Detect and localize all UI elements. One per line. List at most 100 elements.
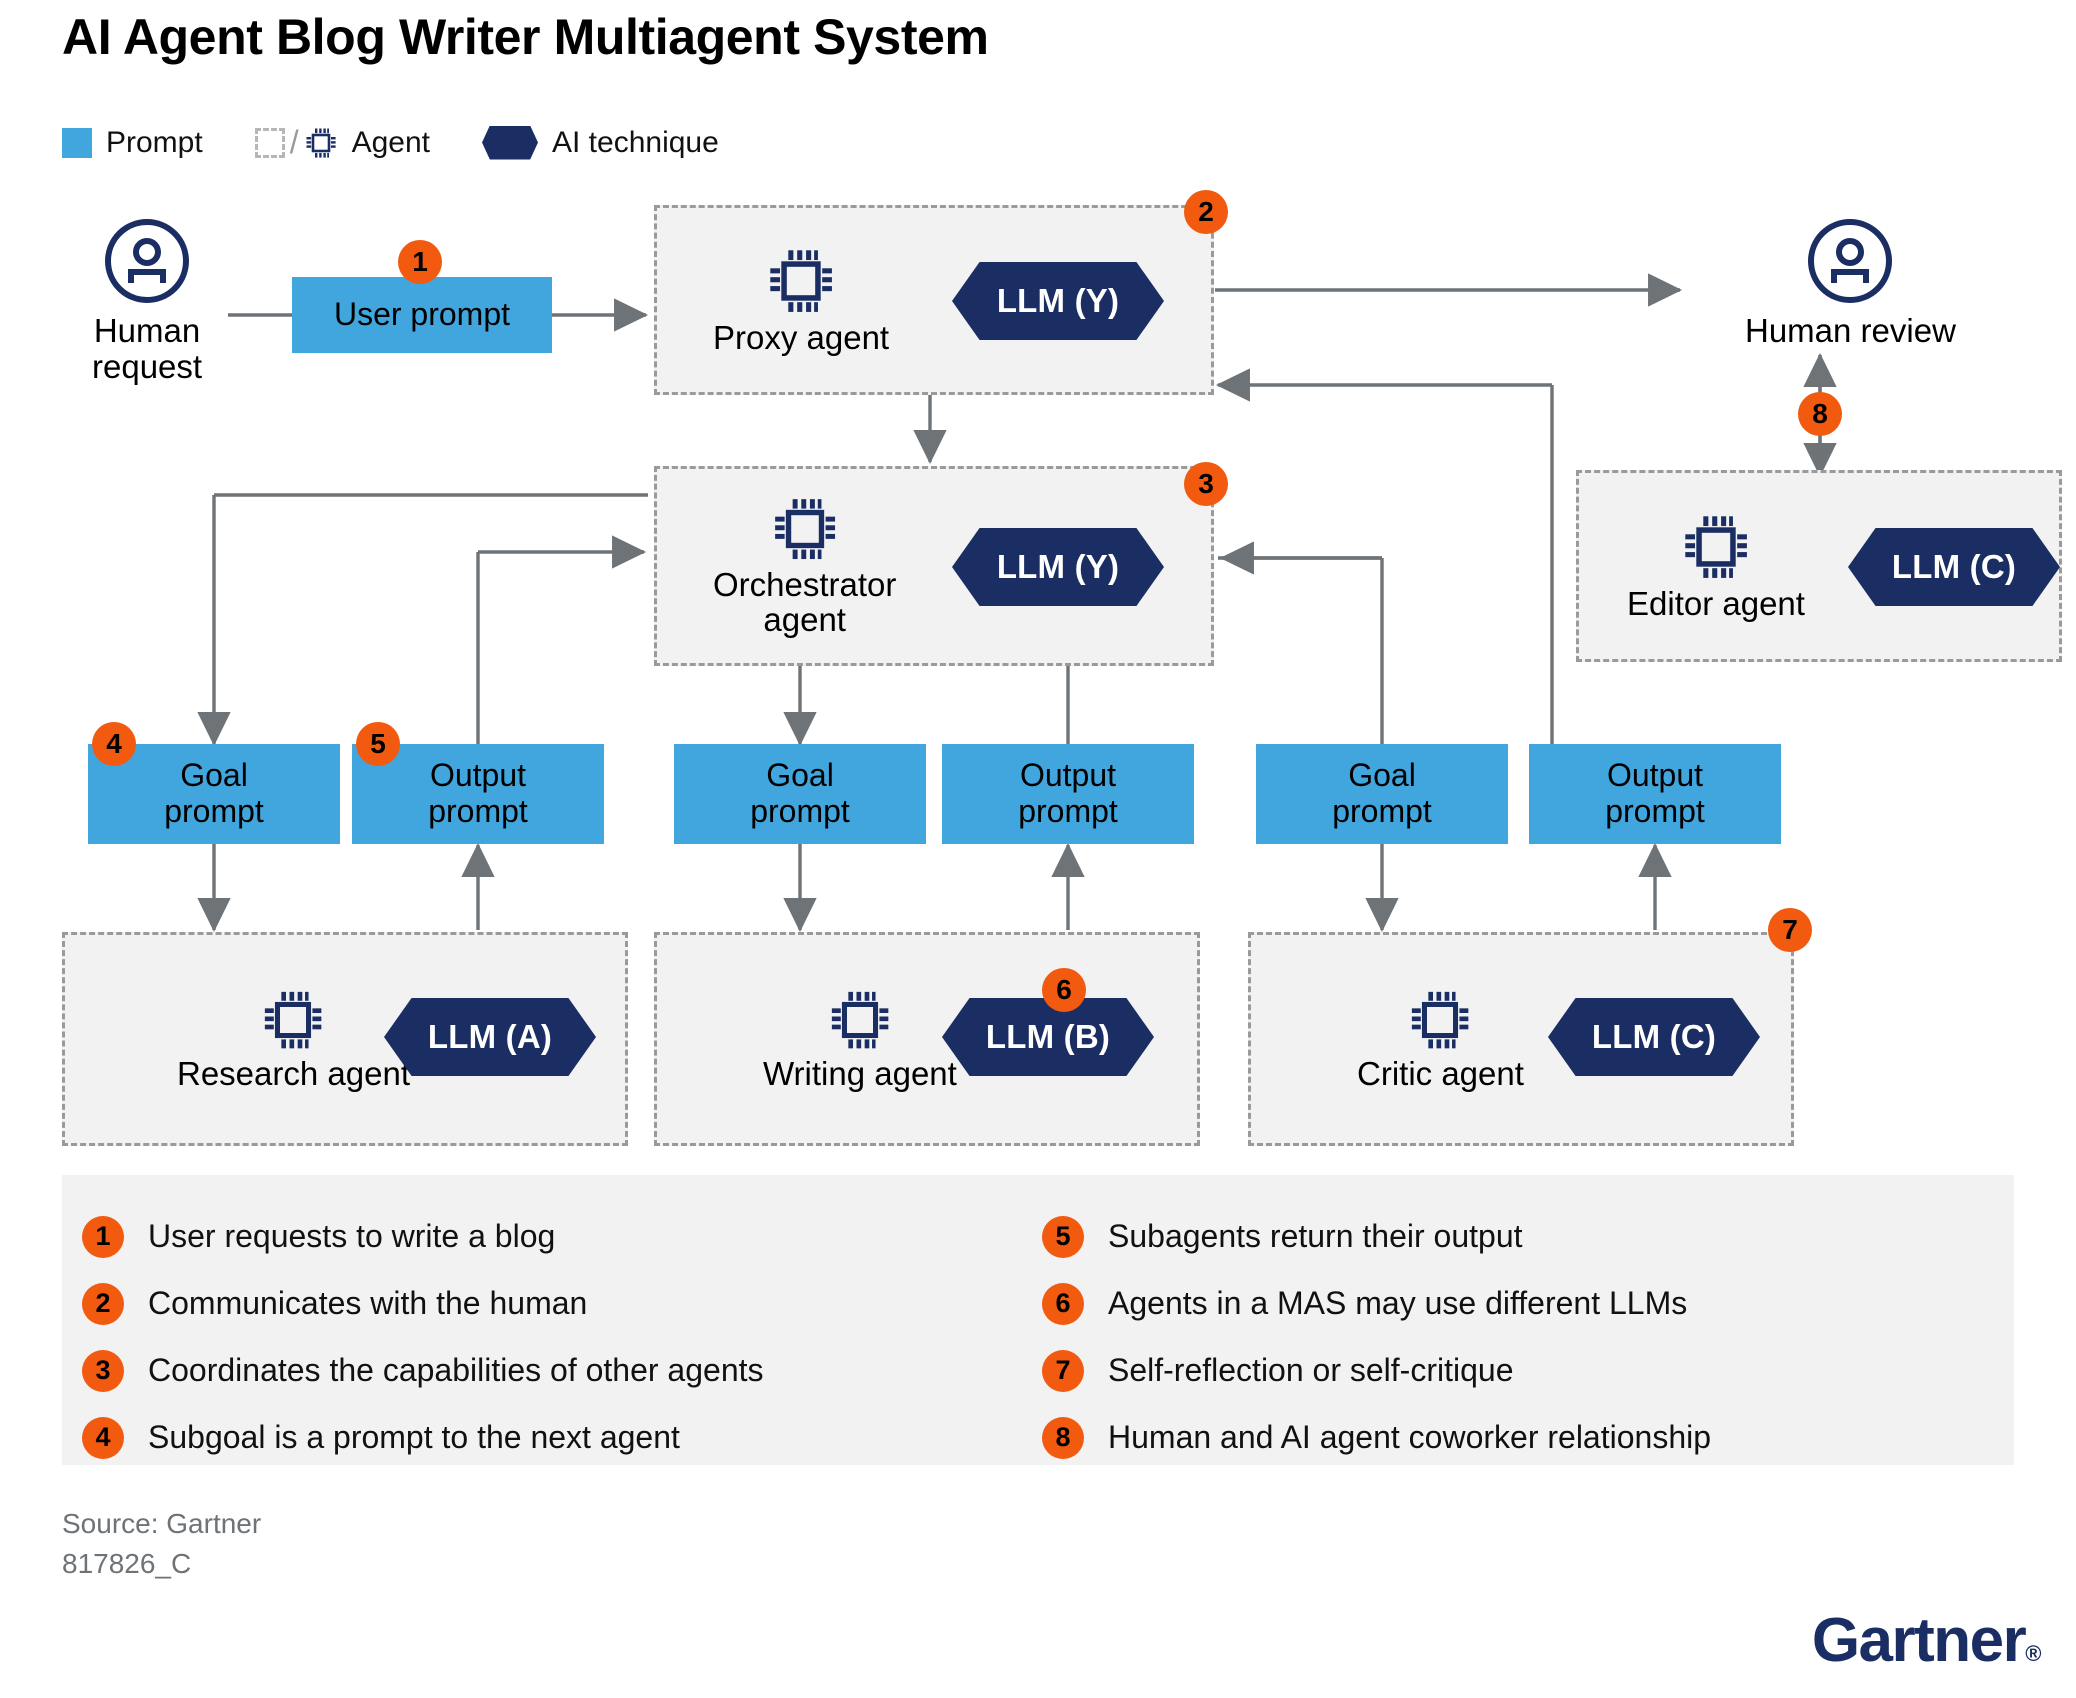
critic-agent-label: Critic agent xyxy=(1357,1054,1524,1092)
note-badge: 6 xyxy=(1042,1282,1084,1325)
person-circle-icon xyxy=(1808,219,1893,303)
human-review-label: Human review xyxy=(1745,312,1956,349)
badge-1: 1 xyxy=(398,240,442,284)
note-item: 8 Human and AI agent coworker relationsh… xyxy=(1042,1404,1711,1471)
badge-3: 3 xyxy=(1184,462,1228,506)
research-agent-identity: Research agent xyxy=(177,987,410,1092)
legend-label-prompt: Prompt xyxy=(106,125,203,159)
note-badge: 1 xyxy=(82,1215,124,1258)
chip-icon xyxy=(265,991,322,1048)
prompt-label: Output prompt xyxy=(428,757,528,829)
orchestrator-agent-label: Orchestrator agent xyxy=(713,566,897,638)
page-title: AI Agent Blog Writer Multiagent System xyxy=(62,9,989,65)
badge-6: 6 xyxy=(1042,968,1086,1012)
note-item: 5 Subagents return their output xyxy=(1042,1203,1711,1270)
hexagon-swatch-icon xyxy=(482,125,538,160)
legend-item-ai-technique: AI technique xyxy=(482,125,719,160)
human-request-node: Human request xyxy=(92,215,202,386)
prompt-label: Output prompt xyxy=(1018,757,1118,829)
agent-swatch-icon: / xyxy=(254,124,338,161)
note-item: 1 User requests to write a blog xyxy=(82,1203,764,1270)
note-text: Self-reflection or self-critique xyxy=(1108,1352,1514,1388)
badge-5: 5 xyxy=(356,722,400,766)
document-id: 817826_C xyxy=(62,1548,192,1579)
research-agent-llm-label: LLM (A) xyxy=(427,1018,553,1055)
writing-agent-box[interactable]: Writing agent xyxy=(654,932,1200,1146)
editor-agent-llm-label: LLM (C) xyxy=(1891,548,2017,585)
note-text: Subgoal is a prompt to the next agent xyxy=(148,1419,680,1455)
note-text: Human and AI agent coworker relationship xyxy=(1108,1419,1712,1455)
notes-column-right: 5 Subagents return their output 6 Agents… xyxy=(1042,1203,1711,1471)
research-agent-label: Research agent xyxy=(177,1054,410,1092)
note-item: 4 Subgoal is a prompt to the next agent xyxy=(82,1404,764,1471)
writing-agent-label: Writing agent xyxy=(763,1054,957,1092)
legend-label-agent: Agent xyxy=(351,125,430,159)
note-badge: 5 xyxy=(1042,1215,1084,1258)
badge-8-edge: 8 xyxy=(1798,392,1842,436)
note-badge: 2 xyxy=(82,1282,124,1325)
note-badge: 7 xyxy=(1042,1349,1084,1392)
note-item: 6 Agents in a MAS may use different LLMs xyxy=(1042,1270,1711,1337)
prompt-label: Goal prompt xyxy=(1332,757,1432,829)
chip-icon xyxy=(831,991,889,1048)
note-item: 3 Coordinates the capabilities of other … xyxy=(82,1337,764,1404)
prompt-box-critic-output[interactable]: Output prompt xyxy=(1529,744,1781,844)
legend-item-prompt: Prompt xyxy=(62,126,203,160)
person-circle-icon xyxy=(105,219,190,303)
proxy-agent-label: Proxy agent xyxy=(713,318,890,356)
orchestrator-agent-box[interactable]: Orchestrator agent xyxy=(654,466,1214,666)
writing-agent-llm-hex: LLM (B) xyxy=(942,998,1154,1076)
note-item: 2 Communicates with the human xyxy=(82,1270,764,1337)
orchestrator-agent-llm-label: LLM (Y) xyxy=(996,548,1120,585)
user-prompt-label: User prompt xyxy=(333,296,511,333)
chip-icon xyxy=(774,499,835,560)
editor-agent-identity: Editor agent xyxy=(1627,511,1805,622)
legend-item-agent: / Agent xyxy=(254,124,430,161)
critic-agent-llm-label: LLM (C) xyxy=(1591,1018,1717,1055)
critic-agent-box[interactable]: Critic agent xyxy=(1248,932,1794,1146)
badge-7: 7 xyxy=(1768,908,1812,952)
chip-icon xyxy=(306,128,336,158)
source-text: Source: Gartner xyxy=(62,1508,262,1539)
prompt-label: Output prompt xyxy=(1605,757,1705,829)
writing-agent-llm-label: LLM (B) xyxy=(985,1018,1111,1055)
notes-panel: 1 User requests to write a blog 2 Commun… xyxy=(62,1175,2014,1465)
notes-column-left: 1 User requests to write a blog 2 Commun… xyxy=(82,1203,764,1471)
proxy-agent-identity: Proxy agent xyxy=(713,245,889,356)
note-text: User requests to write a blog xyxy=(148,1218,556,1254)
orchestrator-agent-identity: Orchestrator agent xyxy=(713,494,896,638)
slash-separator-icon: / xyxy=(289,124,299,160)
research-agent-llm-hex: LLM (A) xyxy=(384,998,596,1076)
legend-label-ai-technique: AI technique xyxy=(552,125,719,159)
editor-agent-llm-hex: LLM (C) xyxy=(1848,528,2060,606)
prompt-box-writing-goal[interactable]: Goal prompt xyxy=(674,744,926,844)
note-text: Agents in a MAS may use different LLMs xyxy=(1108,1285,1688,1321)
note-text: Subagents return their output xyxy=(1108,1218,1523,1254)
prompt-box-writing-output[interactable]: Output prompt xyxy=(942,744,1194,844)
proxy-agent-llm-hex: LLM (Y) xyxy=(952,262,1164,340)
human-review-node: Human review xyxy=(1745,215,1956,349)
registered-trademark-icon: ® xyxy=(2025,1641,2041,1666)
gartner-logo: Gartner® xyxy=(1811,1605,2042,1676)
legend: Prompt / xyxy=(62,124,719,161)
editor-agent-label: Editor agent xyxy=(1627,584,1805,622)
gartner-wordmark: Gartner xyxy=(1811,1606,2027,1675)
prompt-label: Goal prompt xyxy=(750,757,850,829)
critic-agent-identity: Critic agent xyxy=(1357,987,1524,1092)
note-item: 7 Self-reflection or self-critique xyxy=(1042,1337,1711,1404)
chip-icon xyxy=(1412,991,1469,1048)
chip-icon xyxy=(770,249,832,312)
writing-agent-identity: Writing agent xyxy=(763,987,957,1092)
chip-icon xyxy=(1685,515,1747,578)
orchestrator-agent-llm-hex: LLM (Y) xyxy=(952,528,1164,606)
note-badge: 3 xyxy=(82,1349,124,1392)
note-text: Coordinates the capabilities of other ag… xyxy=(148,1352,764,1388)
note-badge: 8 xyxy=(1042,1416,1084,1459)
prompt-box-research-goal[interactable]: Goal prompt xyxy=(88,744,340,844)
critic-agent-llm-hex: LLM (C) xyxy=(1548,998,1760,1076)
badge-2: 2 xyxy=(1184,190,1228,234)
prompt-box-critic-goal[interactable]: Goal prompt xyxy=(1256,744,1508,844)
prompt-box-research-output[interactable]: Output prompt xyxy=(352,744,604,844)
user-prompt-box[interactable]: User prompt xyxy=(292,277,552,353)
